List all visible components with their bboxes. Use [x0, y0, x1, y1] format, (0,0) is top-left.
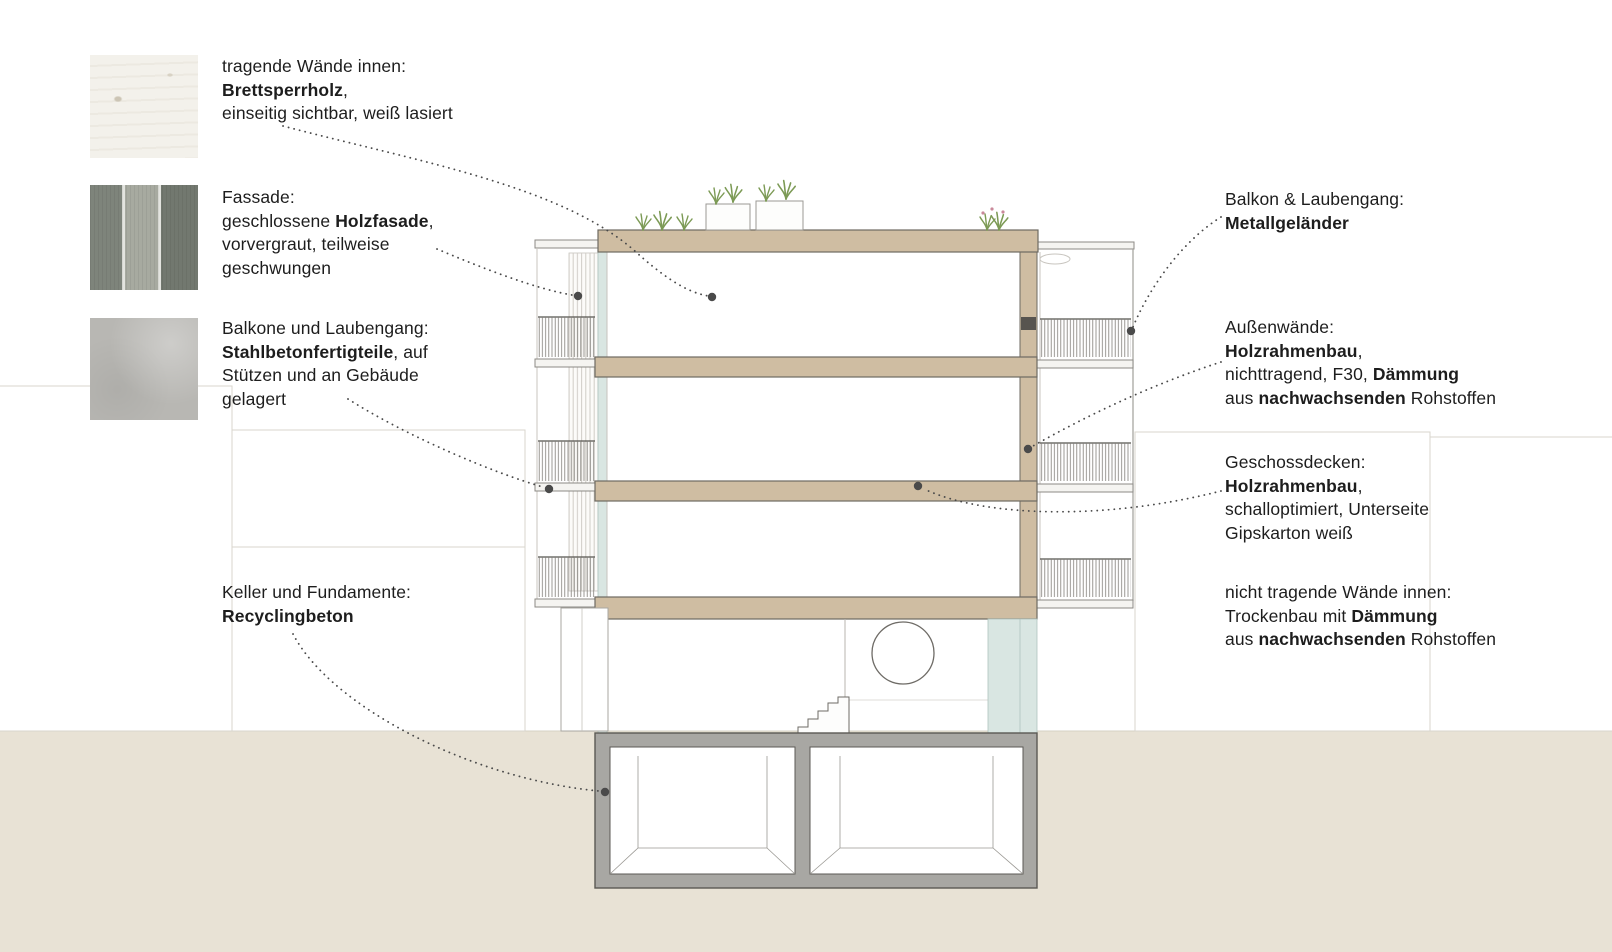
annotation-load-bearing-inner-walls: tragende Wände innen:Brettsperrholz,eins…	[222, 56, 453, 123]
roof-slab	[597, 229, 1039, 253]
facade-texture-swatch	[90, 185, 198, 290]
interior-wall-edges	[606, 252, 1021, 619]
basement	[594, 732, 1038, 889]
balconies-left	[534, 316, 596, 608]
planter-box	[705, 203, 751, 231]
stairs	[797, 696, 850, 734]
annotation-floor-slabs: Geschossdecken:Holzrahmenbau,schalloptim…	[1225, 452, 1430, 543]
wood-texture-swatch	[90, 55, 198, 158]
annotation-metal-railings: Balkon & Laubengang:Metallgeländer	[1225, 189, 1405, 233]
background-buildings	[0, 385, 1612, 732]
leader-metallgelaender	[1132, 216, 1222, 328]
balconies-right	[1036, 318, 1134, 609]
leader-dots	[544, 291, 1136, 797]
roof-planting	[635, 179, 1009, 231]
annotation-non-bearing-inner-walls: nicht tragende Wände innen:Trockenbau mi…	[1225, 582, 1497, 649]
roof-extension-right	[1036, 241, 1135, 250]
ground-floor	[560, 607, 1038, 734]
annotation-facade: Fassade:geschlossene Holzfasade,vorvergr…	[222, 187, 434, 278]
annotation-basement-foundations: Keller und Fundamente:Recyclingbeton	[222, 582, 411, 626]
glazing-right	[987, 618, 1038, 734]
leader-recyclingbeton	[292, 633, 600, 792]
planter-box	[755, 200, 804, 231]
facade-elevation-hatch	[568, 252, 599, 592]
leader-fassade	[436, 248, 573, 296]
exterior-wall-right	[1019, 251, 1038, 600]
annotation-outer-walls: Außenwände:Holzrahmenbau,nichttragend, F…	[1225, 317, 1497, 408]
leader-geschossdecken	[923, 488, 1222, 513]
annotation-balconies-precast: Balkone und Laubengang:Stahlbetonfertigt…	[222, 318, 429, 409]
leader-stahlbeton	[347, 398, 544, 488]
ceiling-lamp	[1039, 253, 1071, 265]
roof-overhang-left	[534, 239, 599, 249]
round-window	[871, 621, 935, 685]
floor-slabs	[594, 356, 1038, 620]
leader-lines	[282, 125, 1222, 792]
columns	[536, 248, 1134, 601]
concrete-texture-swatch	[90, 318, 198, 420]
